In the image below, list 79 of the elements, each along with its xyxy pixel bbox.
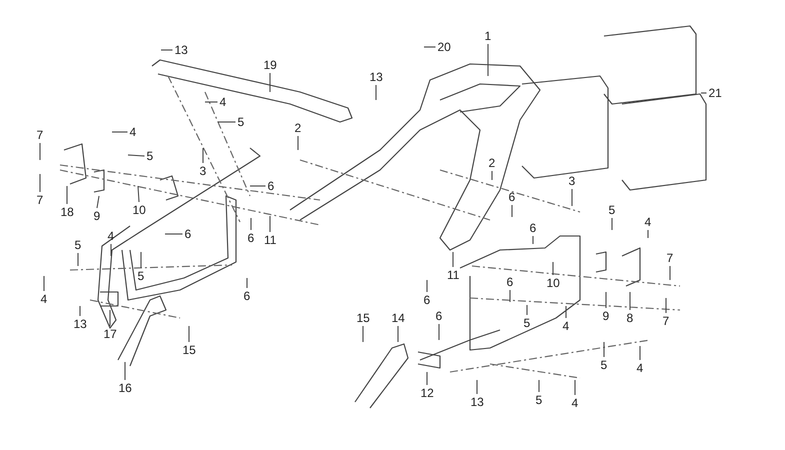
leader-line bbox=[96, 196, 100, 208]
callout-number: 5 bbox=[238, 115, 244, 129]
callout-number: 17 bbox=[104, 327, 117, 341]
callout-number: 5 bbox=[524, 316, 530, 330]
leader-line bbox=[700, 92, 707, 94]
leader-line bbox=[140, 252, 142, 268]
callout-number: 14 bbox=[392, 311, 405, 325]
leader-line bbox=[526, 304, 528, 316]
callout-number: 3 bbox=[200, 164, 206, 178]
leader-line bbox=[188, 326, 190, 342]
callout-number: 3 bbox=[568, 174, 576, 188]
callout-number: 4 bbox=[562, 319, 570, 333]
callout-number: 5 bbox=[146, 149, 154, 163]
callout-number: 7 bbox=[666, 251, 674, 265]
callout-number: 7 bbox=[36, 128, 44, 142]
callout-number: 16 bbox=[118, 381, 132, 395]
leader-line bbox=[532, 236, 534, 244]
callout-number: 5 bbox=[608, 203, 616, 217]
leader-line bbox=[138, 186, 140, 202]
callout-number: 10 bbox=[132, 203, 146, 217]
callout-number: 9 bbox=[602, 309, 610, 323]
callout-number: 15 bbox=[356, 311, 370, 325]
callout-number: 11 bbox=[447, 268, 460, 282]
callout-number: 19 bbox=[264, 58, 277, 72]
callout-number: 6 bbox=[248, 231, 254, 245]
callout-number: 5 bbox=[138, 269, 144, 283]
leader-line bbox=[552, 262, 554, 276]
callout-number: 13 bbox=[74, 317, 87, 331]
callout-number: 12 bbox=[420, 386, 434, 400]
callout-number: 7 bbox=[662, 314, 670, 328]
leader-line bbox=[124, 362, 126, 380]
leader-line bbox=[202, 148, 204, 164]
leader-line bbox=[538, 380, 540, 392]
callout-number: 5 bbox=[536, 393, 542, 407]
callout-number: 1 bbox=[484, 29, 492, 43]
leader-line bbox=[452, 252, 454, 268]
callout-number: 13 bbox=[174, 43, 188, 57]
callout-number: 4 bbox=[40, 292, 48, 306]
callout-number: 4 bbox=[572, 396, 578, 410]
leader-line bbox=[438, 324, 440, 340]
callout-number: 2 bbox=[294, 121, 302, 135]
callout-number: 13 bbox=[370, 70, 383, 84]
leader-line bbox=[426, 280, 428, 292]
leader-line bbox=[476, 380, 478, 394]
callout-number: 6 bbox=[436, 309, 442, 323]
callout-number: 9 bbox=[94, 209, 100, 223]
callout-number: 4 bbox=[108, 229, 114, 243]
leader-line bbox=[424, 46, 436, 48]
callout-number: 8 bbox=[626, 311, 634, 325]
callout-number: 5 bbox=[74, 238, 82, 252]
callout-number: 4 bbox=[130, 125, 136, 139]
callout-number: 6 bbox=[508, 190, 516, 204]
callout-number: 4 bbox=[220, 95, 226, 109]
callout-number: 21 bbox=[708, 86, 722, 100]
leader-line bbox=[250, 218, 252, 230]
callout-number: 6 bbox=[268, 179, 274, 193]
callout-number: 4 bbox=[644, 215, 652, 229]
callout-number: 6 bbox=[244, 289, 250, 303]
callout-number: 7 bbox=[36, 193, 44, 207]
callout-number: 2 bbox=[488, 156, 496, 170]
callout-number: 20 bbox=[438, 40, 451, 54]
leader-line bbox=[574, 380, 576, 396]
callout-number: 6 bbox=[424, 293, 430, 307]
callout-number: 6 bbox=[530, 221, 536, 235]
callout-number: 6 bbox=[184, 227, 192, 241]
callout-number: 4 bbox=[636, 361, 644, 375]
leader-line bbox=[110, 244, 112, 256]
callout-number: 11 bbox=[264, 233, 276, 247]
leader-line bbox=[128, 154, 145, 156]
callout-number: 6 bbox=[506, 275, 514, 289]
leader-line bbox=[246, 278, 248, 288]
callout-number: 10 bbox=[546, 276, 560, 290]
leader-line bbox=[362, 326, 364, 342]
leader-line bbox=[66, 186, 68, 204]
callout-number: 5 bbox=[600, 358, 608, 372]
callout-number: 18 bbox=[60, 205, 74, 219]
callout-number: 13 bbox=[470, 395, 484, 409]
callout-number: 15 bbox=[182, 343, 196, 357]
leader-line bbox=[426, 372, 428, 386]
